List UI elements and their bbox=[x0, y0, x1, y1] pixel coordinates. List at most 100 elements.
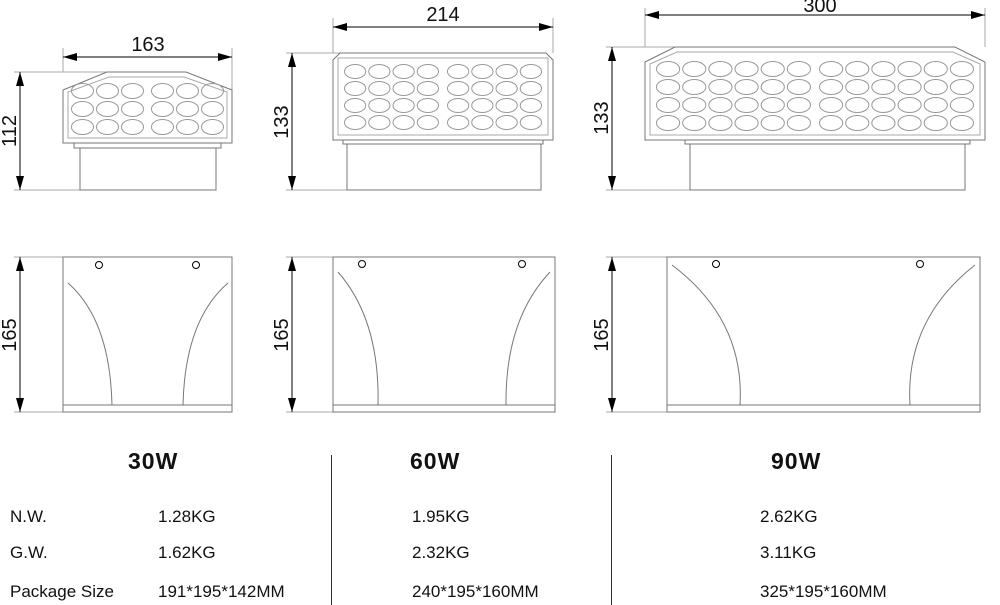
led-lens bbox=[897, 61, 922, 77]
led-lens bbox=[368, 81, 391, 96]
led-lens bbox=[656, 115, 681, 131]
column-divider bbox=[611, 455, 612, 605]
model-title-90w: 90W bbox=[771, 448, 822, 474]
height-dim-90w: 133 bbox=[591, 101, 613, 134]
led-lens bbox=[819, 97, 844, 113]
led-lens bbox=[495, 64, 518, 79]
led-lens bbox=[495, 115, 518, 130]
led-lens bbox=[871, 115, 896, 131]
led-lens bbox=[708, 79, 733, 95]
front-view-90w bbox=[606, 8, 986, 191]
led-lens bbox=[845, 61, 870, 77]
led-lens bbox=[682, 115, 707, 131]
led-lens bbox=[176, 101, 199, 117]
led-lens bbox=[447, 64, 470, 79]
led-lens bbox=[471, 81, 494, 96]
led-lens bbox=[71, 101, 94, 117]
led-lens bbox=[871, 61, 896, 77]
led-lens bbox=[949, 115, 975, 131]
nw-60w: 1.95KG bbox=[412, 507, 470, 526]
led-lens bbox=[151, 83, 174, 99]
led-lens bbox=[519, 98, 542, 113]
led-lens bbox=[471, 115, 494, 130]
led-lens bbox=[121, 119, 144, 135]
led-lens bbox=[71, 83, 94, 99]
led-lens bbox=[949, 79, 975, 95]
led-lens bbox=[708, 61, 733, 77]
led-lens bbox=[392, 115, 415, 130]
side-view-30w bbox=[14, 256, 233, 413]
package-90w: 325*195*160MM bbox=[760, 582, 887, 601]
label-package: Package Size bbox=[10, 582, 114, 601]
gw-30w: 1.62KG bbox=[158, 543, 216, 562]
depth-dim-60w: 165 bbox=[271, 318, 293, 351]
led-lens bbox=[786, 115, 812, 131]
width-dim-30w: 163 bbox=[131, 34, 164, 56]
led-lens bbox=[392, 64, 415, 79]
side-view-60w bbox=[286, 256, 556, 413]
led-lens bbox=[682, 61, 707, 77]
led-lens bbox=[819, 115, 844, 131]
led-lens bbox=[368, 115, 391, 130]
led-lens bbox=[656, 79, 681, 95]
led-lens bbox=[923, 115, 948, 131]
label-nw: N.W. bbox=[10, 507, 47, 526]
led-lens bbox=[447, 81, 470, 96]
height-dim-30w: 112 bbox=[0, 115, 21, 147]
led-lens bbox=[121, 101, 144, 117]
led-lens bbox=[96, 83, 119, 99]
led-lens bbox=[845, 97, 870, 113]
led-lens bbox=[708, 115, 733, 131]
led-lens bbox=[344, 81, 367, 96]
depth-dim-30w: 165 bbox=[0, 318, 21, 351]
led-lens bbox=[495, 98, 518, 113]
led-lens bbox=[734, 79, 759, 95]
nw-30w: 1.28KG bbox=[158, 507, 216, 526]
led-lens bbox=[845, 79, 870, 95]
led-lens bbox=[897, 97, 922, 113]
led-lens bbox=[734, 61, 759, 77]
led-lens bbox=[871, 79, 896, 95]
led-lens bbox=[495, 81, 518, 96]
led-lens bbox=[416, 115, 439, 130]
led-lens bbox=[447, 98, 470, 113]
led-lens bbox=[708, 97, 733, 113]
led-lens bbox=[344, 64, 367, 79]
led-lens bbox=[151, 119, 174, 135]
led-lens bbox=[416, 64, 439, 79]
led-lens bbox=[121, 83, 144, 99]
column-divider bbox=[331, 455, 332, 605]
led-lens bbox=[734, 115, 759, 131]
led-lens bbox=[923, 97, 948, 113]
led-lens bbox=[344, 98, 367, 113]
led-lens bbox=[416, 98, 439, 113]
width-dim-90w: 300 bbox=[803, 0, 836, 17]
led-lens bbox=[201, 83, 224, 99]
led-lens bbox=[897, 79, 922, 95]
gw-60w: 2.32KG bbox=[412, 543, 470, 562]
led-lens bbox=[368, 64, 391, 79]
package-30w: 191*195*142MM bbox=[158, 582, 285, 601]
led-lens bbox=[786, 79, 812, 95]
led-lens bbox=[151, 101, 174, 117]
height-dim-60w: 133 bbox=[271, 105, 293, 138]
led-lens bbox=[392, 81, 415, 96]
led-lens bbox=[760, 115, 785, 131]
led-lens bbox=[176, 83, 199, 99]
led-lens bbox=[923, 61, 948, 77]
led-lens bbox=[845, 115, 870, 131]
led-lens bbox=[819, 79, 844, 95]
led-lens bbox=[656, 97, 681, 113]
led-lens bbox=[819, 61, 844, 77]
led-lens bbox=[923, 79, 948, 95]
led-lens bbox=[949, 97, 975, 113]
led-lens bbox=[471, 64, 494, 79]
led-lens bbox=[71, 119, 94, 135]
led-lens bbox=[897, 115, 922, 131]
led-lens bbox=[416, 81, 439, 96]
led-lens bbox=[96, 101, 119, 117]
led-lens bbox=[682, 79, 707, 95]
model-title-60w: 60W bbox=[410, 448, 461, 474]
front-view-60w bbox=[286, 18, 554, 191]
led-lens bbox=[96, 119, 119, 135]
